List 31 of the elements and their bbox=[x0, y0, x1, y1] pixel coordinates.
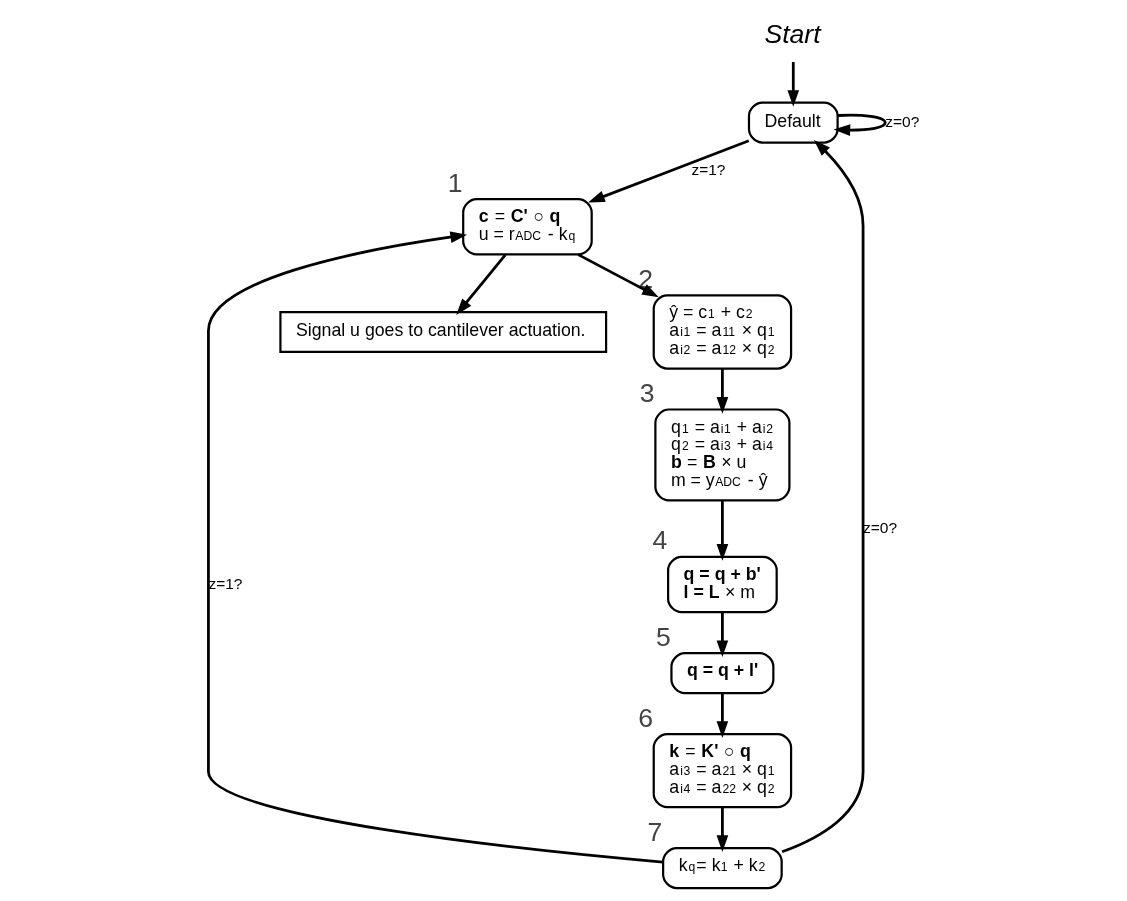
arrow bbox=[577, 253, 659, 298]
arrow bbox=[786, 62, 799, 107]
arrow bbox=[833, 113, 887, 136]
node-label: 7 bbox=[647, 816, 662, 847]
node-box: Default bbox=[747, 101, 839, 144]
node-text: Start bbox=[763, 19, 821, 50]
arrow bbox=[455, 254, 506, 316]
arrow bbox=[206, 231, 663, 864]
node-label: 3 bbox=[639, 377, 655, 408]
node-label: 1 bbox=[447, 167, 462, 198]
arrow bbox=[587, 139, 749, 203]
node-label: 5 bbox=[655, 621, 671, 652]
arrow bbox=[716, 368, 728, 414]
arrow bbox=[781, 140, 864, 854]
node-box: q = q + l' bbox=[669, 652, 774, 695]
edge-label: z=0? bbox=[884, 112, 919, 130]
arrow bbox=[716, 693, 728, 738]
node-label: 4 bbox=[652, 525, 667, 556]
node-box: ŷ = c1 + c2 ai1 = a11 × q1 ai2 = a12 × q2 bbox=[652, 294, 792, 370]
node-box: k = K' ○ q ai3 = a21 × q1 ai4 = a22 × q2 bbox=[652, 732, 792, 809]
edge-label: z=0? bbox=[862, 518, 897, 536]
node-label: 6 bbox=[637, 702, 653, 733]
node-box: Signal u goes to cantilever actuation. bbox=[278, 310, 607, 354]
node-box: q = q + b' l = L × m bbox=[666, 555, 778, 614]
node-box: kq= k1 + k2 bbox=[661, 847, 783, 890]
node-box: q1 = ai1 + ai2 q2 = ai3 + ai4 b = B × u m = yADC - ŷ bbox=[653, 408, 791, 502]
arrow bbox=[716, 500, 728, 561]
arrow bbox=[716, 612, 728, 658]
node-box: c = C' ○ q u = rADC - kq bbox=[461, 197, 593, 256]
edge-label: z=1? bbox=[690, 160, 725, 178]
arrow bbox=[716, 807, 728, 852]
